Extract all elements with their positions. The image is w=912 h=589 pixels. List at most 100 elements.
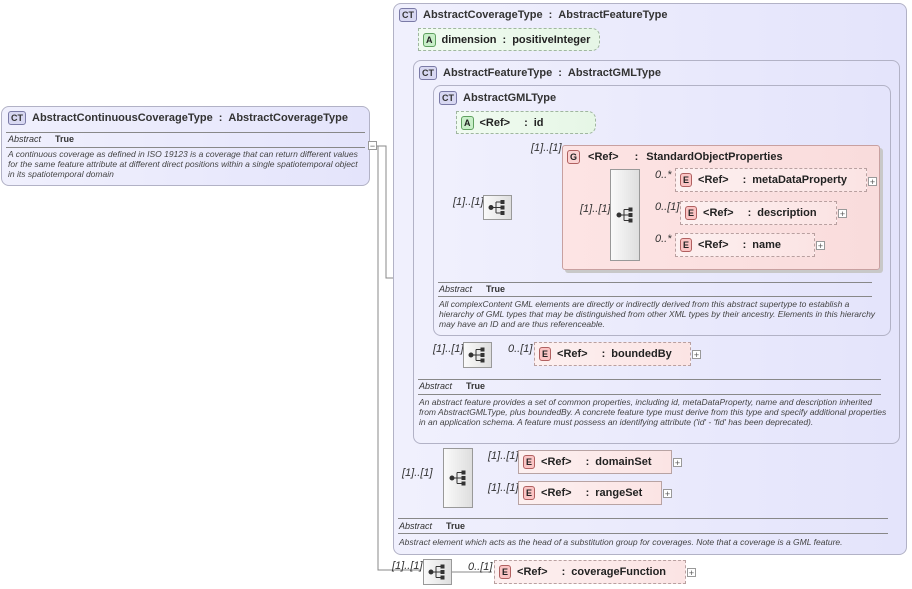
element-rangeset[interactable]: E <Ref> : rangeSet [518,481,662,505]
element-cardinality: 0..[1] [508,343,533,355]
gml-doc-separator-2 [438,296,872,297]
sequence-cardinality: [1]..[1] [433,343,464,355]
element-coveragefunction[interactable]: E <Ref> : coverageFunction [494,560,686,584]
abstract-key: Abstract [8,134,42,144]
attribute-icon: A [461,115,474,130]
attribute-dimension[interactable]: A dimension : positiveInteger [418,28,600,51]
element-cardinality: [1]..[1] [488,450,519,462]
feature-type-name: AbstractFeatureType [443,67,553,79]
sequence-compositor[interactable] [610,169,640,261]
coverage-doc-separator-2 [398,533,888,534]
element-separator: : [585,456,590,468]
feature-abstract-row: Abstract True [419,381,485,391]
element-ref: <Ref> [541,456,572,468]
attribute-separator: : [524,116,528,129]
element-cardinality: 0..* [655,169,672,181]
expand-toggle-icon[interactable]: + [687,568,696,578]
gml-type-name: AbstractGMLType [463,92,557,104]
abstract-value: True [446,521,466,531]
element-separator: : [585,487,590,499]
element-separator: : [742,174,747,186]
element-description[interactable]: E <Ref> : description [680,201,837,225]
root-complex-type[interactable]: CT AbstractContinuousCoverageType : Abst… [1,106,370,186]
expand-toggle-icon[interactable]: + [868,177,877,187]
feature-documentation: An abstract feature provides a set of co… [419,397,887,427]
abstract-key: Abstract [419,381,453,391]
sequence-cardinality: [1]..[1] [392,560,423,572]
attribute-name: dimension [441,33,497,46]
element-name: name [752,239,782,251]
sequence-icon [616,207,633,223]
element-ref: <Ref> [517,566,548,578]
root-doc-separator-2 [6,147,365,148]
abstract-value: True [55,134,75,144]
attribute-separator: : [502,33,507,46]
element-separator: : [601,348,606,360]
coverage-base-type: AbstractFeatureType [558,9,668,21]
abstract-value: True [466,381,486,391]
coverage-doc-separator [398,518,888,519]
element-boundedby[interactable]: E <Ref> : boundedBy [534,342,691,366]
coverage-abstract-row: Abstract True [399,521,465,531]
element-cardinality: 0..[1] [468,561,493,573]
root-header: CT AbstractContinuousCoverageType : Abst… [8,111,348,125]
coverage-separator: : [548,9,553,21]
attribute-name: id [533,116,544,129]
sequence-compositor[interactable] [483,195,512,220]
element-ref: <Ref> [698,239,729,251]
element-icon: E [680,238,693,252]
root-base-type: AbstractCoverageType [228,112,349,124]
complex-type-icon: CT [8,111,26,125]
expand-toggle-icon[interactable]: + [673,458,682,468]
feature-header: CT AbstractFeatureType : AbstractGMLType [419,66,661,80]
sequence-compositor[interactable] [443,448,473,508]
element-domainset[interactable]: E <Ref> : domainSet [518,450,672,474]
sequence-compositor[interactable] [423,559,452,585]
collapse-toggle-icon[interactable]: − [368,141,377,151]
element-separator: : [742,239,747,251]
element-cardinality: 0..* [655,233,672,245]
element-name: rangeSet [595,487,643,499]
element-cardinality: 0..[1] [655,201,680,213]
attribute-type: positiveInteger [512,33,591,46]
element-ref: <Ref> [557,348,588,360]
element-icon: E [685,206,698,220]
feature-base-type: AbstractGMLType [567,67,661,79]
element-cardinality: [1]..[1] [488,482,519,494]
expand-toggle-icon[interactable]: + [692,350,701,360]
sequence-icon [468,347,485,363]
sequence-compositor[interactable] [463,342,492,368]
root-separator: : [218,112,223,124]
group-header: G <Ref> : StandardObjectProperties [567,150,783,164]
attribute-ref: <Ref> [479,116,511,129]
sequence-cardinality: [1]..[1] [453,196,484,208]
root-doc-separator [6,132,365,133]
coverage-header: CT AbstractCoverageType : AbstractFeatur… [399,8,668,22]
gml-abstract-row: Abstract True [439,284,505,294]
element-icon: E [523,486,536,500]
element-name: domainSet [595,456,652,468]
group-cardinality: [1]..[1] [531,142,562,154]
expand-toggle-icon[interactable]: + [663,489,672,499]
element-metadataproperty[interactable]: E <Ref> : metaDataProperty [675,168,867,192]
sequence-icon [449,470,466,486]
attribute-id[interactable]: A <Ref> : id [456,111,596,134]
feature-doc-separator [418,379,881,380]
element-icon: E [523,455,536,469]
coverage-type-name: AbstractCoverageType [423,9,543,21]
element-name: metaDataProperty [752,174,848,186]
element-icon: E [539,347,552,361]
group-name: StandardObjectProperties [646,151,783,163]
complex-type-icon: CT [399,8,417,22]
attribute-icon: A [423,32,436,47]
expand-toggle-icon[interactable]: + [816,241,825,251]
element-name-ref[interactable]: E <Ref> : name [675,233,815,257]
element-icon: E [499,565,512,579]
root-documentation: A continuous coverage as defined in ISO … [8,149,358,179]
abstract-key: Abstract [399,521,433,531]
expand-toggle-icon[interactable]: + [838,209,847,219]
coverage-documentation: Abstract element which acts as the head … [399,537,843,547]
element-separator: : [747,207,752,219]
sequence-cardinality: [1]..[1] [402,467,433,479]
sequence-icon [488,200,505,215]
